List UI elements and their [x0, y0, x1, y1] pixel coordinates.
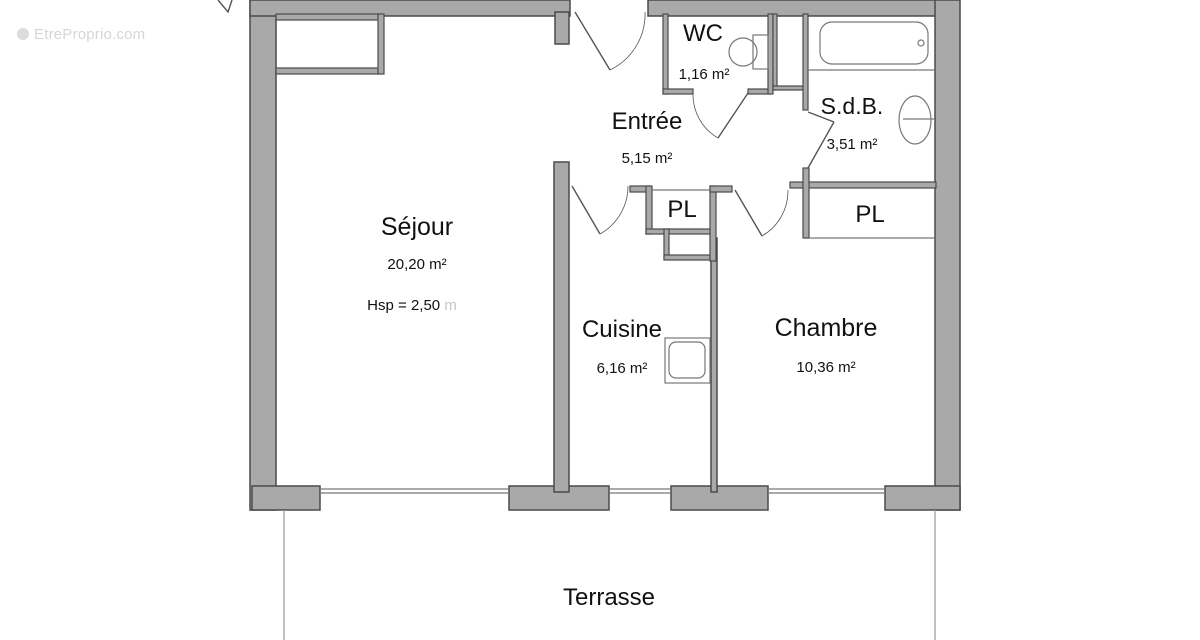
copyright-logo-icon — [17, 28, 29, 40]
wall-bottom-4 — [884, 485, 961, 511]
wall-left — [249, 0, 277, 511]
wall-cuisine-chambre — [710, 237, 718, 493]
closet-label-1: PL — [667, 196, 697, 223]
room-label-terrasse: Terrasse — [562, 584, 656, 611]
wall-top-left — [249, 0, 571, 17]
room-area-cuisine: 6,16 m² — [596, 360, 648, 377]
room-label-sdb: S.d.B. — [820, 93, 884, 119]
room-area-sdb: 3,51 m² — [826, 136, 878, 153]
room-label-cuisine: Cuisine — [581, 316, 663, 343]
room-area-chambre: 10,36 m² — [796, 359, 856, 376]
room-label-sejour: Séjour — [380, 213, 454, 241]
wall-bottom-3 — [670, 485, 769, 511]
wall-bottom-1 — [251, 485, 321, 511]
wall-right — [934, 0, 961, 511]
ceiling-height-label: Hsp = 2,50 m — [367, 297, 457, 314]
wall-entry-stub — [554, 11, 570, 45]
room-label-chambre: Chambre — [774, 314, 878, 342]
watermark: EtreProprio.com — [17, 26, 145, 43]
wall-top-right — [647, 0, 937, 17]
room-label-entree: Entrée — [611, 108, 683, 135]
closet-label-2: PL — [855, 201, 885, 228]
room-area-sejour: 20,20 m² — [387, 256, 447, 273]
room-area-wc: 1,16 m² — [678, 66, 730, 83]
room-area-entree: 5,15 m² — [621, 150, 673, 167]
wall-sejour-cuisine — [553, 161, 570, 493]
room-label-wc: WC — [683, 20, 723, 47]
